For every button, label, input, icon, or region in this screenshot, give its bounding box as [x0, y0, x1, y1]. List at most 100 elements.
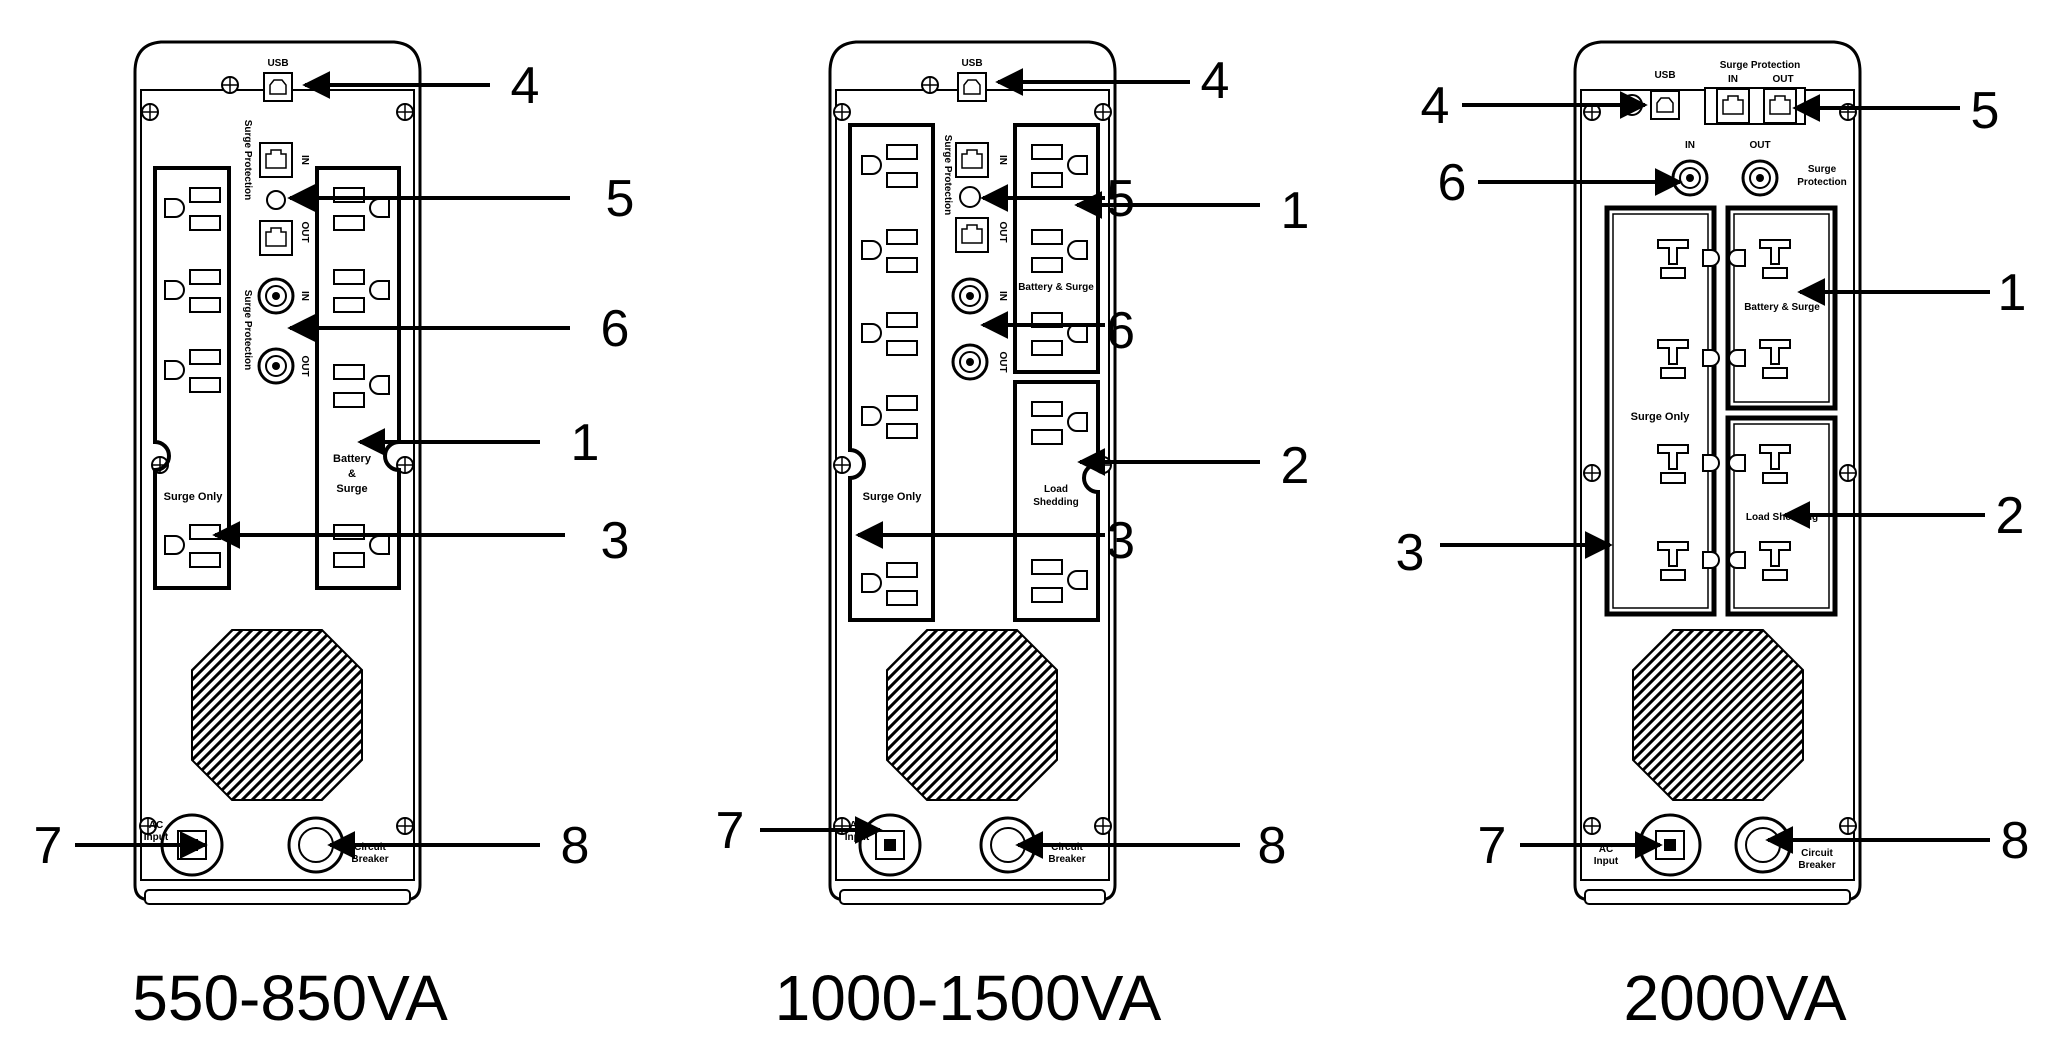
outlet-slot — [1660, 472, 1686, 484]
rj45-body — [1716, 88, 1750, 124]
outlet-slot — [1031, 172, 1063, 188]
rj45-jack — [1722, 95, 1744, 115]
outlet-slot — [1031, 229, 1063, 245]
screw-icon — [139, 817, 157, 835]
callout-number: 7 — [716, 802, 745, 860]
circuit-breaker-label: Breaker — [1798, 860, 1835, 871]
fan-slat — [192, 630, 259, 800]
screw-icon — [1094, 817, 1112, 835]
outlet-ground — [1702, 551, 1720, 569]
callout-number: 5 — [606, 170, 635, 228]
usb-label: USB — [267, 58, 288, 69]
outlet-ground — [164, 280, 185, 300]
fan-slat — [1656, 630, 1803, 800]
usb-port-icon — [957, 72, 987, 102]
out-label: OUT — [1772, 74, 1793, 85]
fan-slat — [1676, 630, 1803, 800]
outlet-mirrored — [1728, 541, 1791, 581]
surge-protection-label: Surge Protection — [242, 290, 253, 371]
ac-center — [884, 839, 896, 851]
outlet-icon — [333, 269, 390, 313]
fan-grille — [191, 629, 363, 801]
outlet-ground — [861, 155, 882, 175]
fan-slat — [1633, 630, 1700, 800]
coax-connector-icon — [951, 343, 989, 381]
fan-slat — [265, 630, 362, 800]
callout-number: 3 — [1106, 512, 1135, 570]
load-shedding-label: Load Shedding — [1746, 512, 1818, 523]
fan-slat — [887, 630, 954, 800]
fan-slat — [930, 630, 1057, 800]
fan-slat — [887, 630, 984, 800]
fan-slat — [1633, 630, 1730, 800]
outlet-ground — [861, 573, 882, 593]
fan-slat — [887, 630, 1004, 800]
in-label: IN — [299, 155, 310, 165]
outlet-slot — [1660, 267, 1686, 279]
callout-number: 7 — [1478, 817, 1507, 875]
outlet-icon — [1657, 444, 1720, 484]
outlet-mirrored — [1031, 229, 1088, 273]
coax-connector-icon — [1671, 159, 1709, 197]
chassis-foot — [839, 889, 1106, 905]
outlet-slot — [1031, 559, 1063, 575]
outlet-slot — [1031, 401, 1063, 417]
circuit-breaker — [1734, 816, 1792, 874]
surge-only-label: Surge Only — [1631, 411, 1691, 423]
ac-input-label: Input — [1594, 856, 1619, 867]
fan-slat — [1000, 630, 1057, 800]
ground-screw-icon — [959, 186, 981, 208]
fan-slat — [255, 630, 362, 800]
fan-slat — [1010, 630, 1057, 800]
outlet-ground — [1728, 454, 1746, 472]
fan-slat — [1633, 630, 1720, 800]
screw-icon — [221, 76, 239, 94]
fan-slat — [192, 630, 279, 800]
outlet-ground — [1067, 412, 1088, 432]
surge-only-bank — [848, 123, 935, 622]
fan-slat — [1736, 630, 1803, 800]
fan-slat — [887, 630, 1024, 800]
outlet-t-slot — [1657, 239, 1689, 265]
outlet-ground — [164, 360, 185, 380]
screw-icon — [1583, 817, 1601, 835]
usb-port-icon — [1650, 90, 1680, 120]
rj45-port-icon — [955, 142, 989, 178]
usb-label: USB — [1654, 70, 1675, 81]
fan-slat — [195, 630, 362, 800]
fan-slat — [920, 630, 1057, 800]
callout-number: 3 — [1396, 524, 1425, 582]
screw-icon — [396, 103, 414, 121]
fan-grille — [886, 629, 1058, 801]
outlet-slot — [886, 172, 918, 188]
coax-pin — [966, 358, 974, 366]
surge-protection-coax-label: Surge — [1808, 164, 1837, 175]
circuit-breaker-label: Breaker — [1048, 854, 1085, 865]
outlet-ground — [369, 280, 390, 300]
outlet-slot — [886, 423, 918, 439]
fan-slat — [275, 630, 362, 800]
fan-slat — [1686, 630, 1803, 800]
fan-slat — [1756, 630, 1803, 800]
rj45-port-icon — [259, 220, 293, 256]
outlet-ground — [1702, 349, 1720, 367]
usb-body — [1650, 90, 1680, 120]
fan-slat — [1706, 630, 1803, 800]
fan-slat — [1633, 630, 1690, 800]
outlet-ground — [861, 240, 882, 260]
outlet-slot — [333, 269, 365, 285]
outlet-ground — [1728, 551, 1746, 569]
fan-slat — [245, 630, 362, 800]
outlet-slot — [1031, 429, 1063, 445]
rj45-body — [955, 217, 989, 253]
outlet-slot — [886, 229, 918, 245]
outlet-ground — [1728, 349, 1746, 367]
outlet-mirrored — [333, 364, 390, 408]
port-inner — [298, 827, 334, 863]
coax-pin — [272, 292, 280, 300]
outlet-mirrored — [1728, 239, 1791, 279]
outlet-icon — [1657, 239, 1720, 279]
outlet-icon — [333, 364, 390, 408]
outlet-icon — [164, 269, 221, 313]
